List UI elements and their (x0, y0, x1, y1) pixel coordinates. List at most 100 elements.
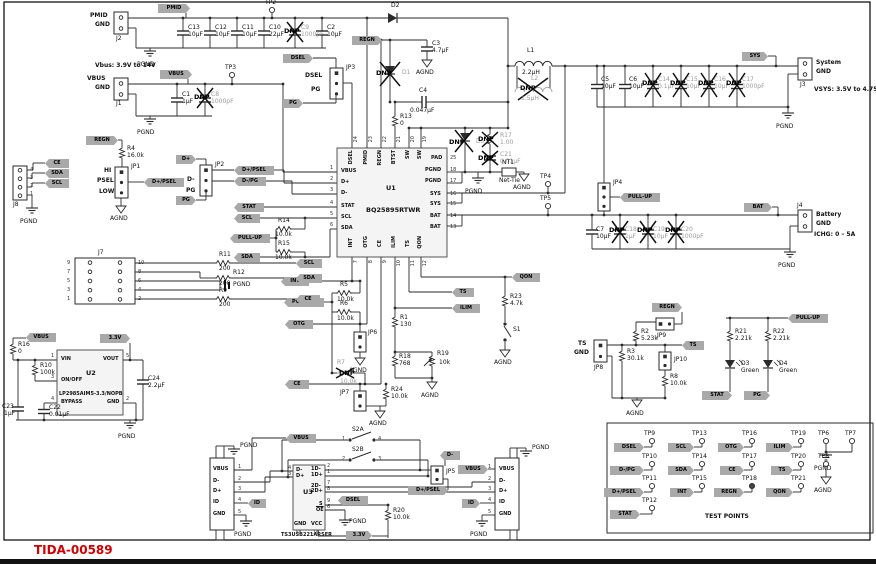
label-gnd: GND (95, 84, 110, 91)
gnd (476, 518, 488, 527)
dot (262, 16, 266, 20)
dot (230, 82, 234, 86)
label-1000pf: 1000pF (742, 83, 765, 90)
label-tp13: TP13 (692, 430, 707, 437)
label-jp9: JP9 (657, 332, 667, 339)
label-jp8: JP8 (594, 364, 604, 371)
net-flag-regn: REGN (352, 36, 382, 45)
label-4: 4 (30, 167, 34, 173)
net-flag-d+-psel: D+/PSEL (144, 178, 184, 187)
cap (614, 215, 626, 249)
arr (423, 357, 433, 367)
label-pgnd: PGND (234, 531, 252, 538)
label-dnp: DNP (726, 79, 742, 87)
label-agnd: AGND (494, 359, 512, 366)
net-flag-dsel: DSEL (614, 443, 644, 452)
tp7 (848, 437, 856, 445)
net-flag-ilim: ILIM (766, 443, 793, 452)
net-flag-id: ID (462, 499, 480, 508)
label-1-00: 1.00 (500, 139, 514, 146)
tp8 (822, 460, 830, 468)
tp3 (228, 71, 236, 79)
label-gnd: GND (294, 521, 307, 527)
label-c16: C16 (714, 76, 726, 83)
connector-jp7 (353, 390, 367, 412)
label-r14: R14 (278, 217, 290, 224)
net-flag-pg: PG (176, 196, 196, 205)
label-agnd: AGND (416, 69, 434, 76)
gnd (631, 398, 643, 408)
label-tp15: TP15 (692, 475, 707, 482)
label-dnp: DNP (520, 84, 536, 92)
label-gnd: GND (574, 349, 589, 356)
label-scl: SCL (341, 214, 352, 220)
label-tp7: TP7 (845, 430, 857, 437)
net-flag-bat: BAT (744, 203, 772, 212)
cap (675, 66, 687, 107)
connector-j3 (797, 57, 813, 81)
label-2: 2 (238, 476, 242, 482)
cap (204, 18, 216, 48)
cap (12, 398, 24, 420)
label-on-off: ON/OFF (61, 377, 83, 383)
label-c4: C4 (419, 87, 428, 94)
dot (365, 16, 369, 20)
res (31, 364, 39, 376)
label-gnd: GND (499, 511, 512, 517)
label-pgnd: PGND (532, 444, 550, 451)
x (672, 72, 690, 98)
label-j4: J4 (797, 202, 803, 209)
label-dnp: DNP (194, 93, 210, 101)
label-c8: C8 (211, 91, 220, 98)
label-gnd: GND (816, 68, 831, 75)
label-1000pf: 1000pF (301, 31, 324, 38)
label-green: Green (779, 367, 798, 374)
label-j3: J3 (800, 81, 806, 88)
dot (651, 64, 655, 68)
label-agnd: AGND (110, 215, 128, 222)
test-points-box (606, 422, 874, 534)
label-10-f: 10µF (242, 31, 257, 38)
label-low: LOW (99, 188, 115, 195)
label-5: 5 (330, 211, 334, 217)
label-sys: SYS (430, 201, 441, 207)
label-13: 13 (450, 224, 457, 230)
x (644, 72, 662, 98)
label-1: 1 (342, 436, 346, 442)
label-r5: R5 (340, 281, 348, 288)
label-100k: 100k (40, 369, 55, 376)
label-24: 24 (353, 136, 359, 143)
label-id: ID (213, 499, 220, 505)
label-c20: C20 (681, 226, 693, 233)
label-1000pf: 1000pF (211, 98, 234, 105)
label-c17: C17 (742, 76, 754, 83)
x (667, 220, 685, 244)
label-2-21k: 2.21k (773, 335, 790, 342)
label-15: 15 (450, 201, 457, 207)
net-flag-otg: OTG (285, 320, 313, 329)
label-pmid: PMID (363, 150, 369, 165)
label-9: 9 (382, 260, 388, 264)
net-flag-vbus: VBUS (286, 434, 316, 443)
label-jp5: JP5 (446, 468, 456, 475)
gnd (354, 356, 366, 366)
label-r16: R16 (18, 341, 30, 348)
tp4 (544, 180, 552, 188)
label-0-01-f: 0.01µF (500, 158, 521, 165)
label-0-01-f: 0.01µF (49, 411, 70, 418)
tp13 (698, 437, 706, 445)
label-pad: PAD (431, 155, 443, 161)
label-4: 4 (238, 497, 242, 503)
label-jp4: JP4 (613, 179, 623, 186)
label-1d+: 1D+ (311, 472, 323, 478)
net-flag-pull-up: PULL-UP (230, 234, 270, 243)
dot (735, 64, 739, 68)
label-r9: R9 (219, 287, 227, 294)
label-22: 22 (382, 136, 388, 143)
net-flag-3-3v: 3.3V (100, 334, 130, 343)
label-10-0k: 10.0k (337, 296, 354, 303)
gnd (374, 409, 386, 419)
label-2: 2 (138, 296, 142, 302)
label-dnp: DNP (376, 69, 392, 77)
